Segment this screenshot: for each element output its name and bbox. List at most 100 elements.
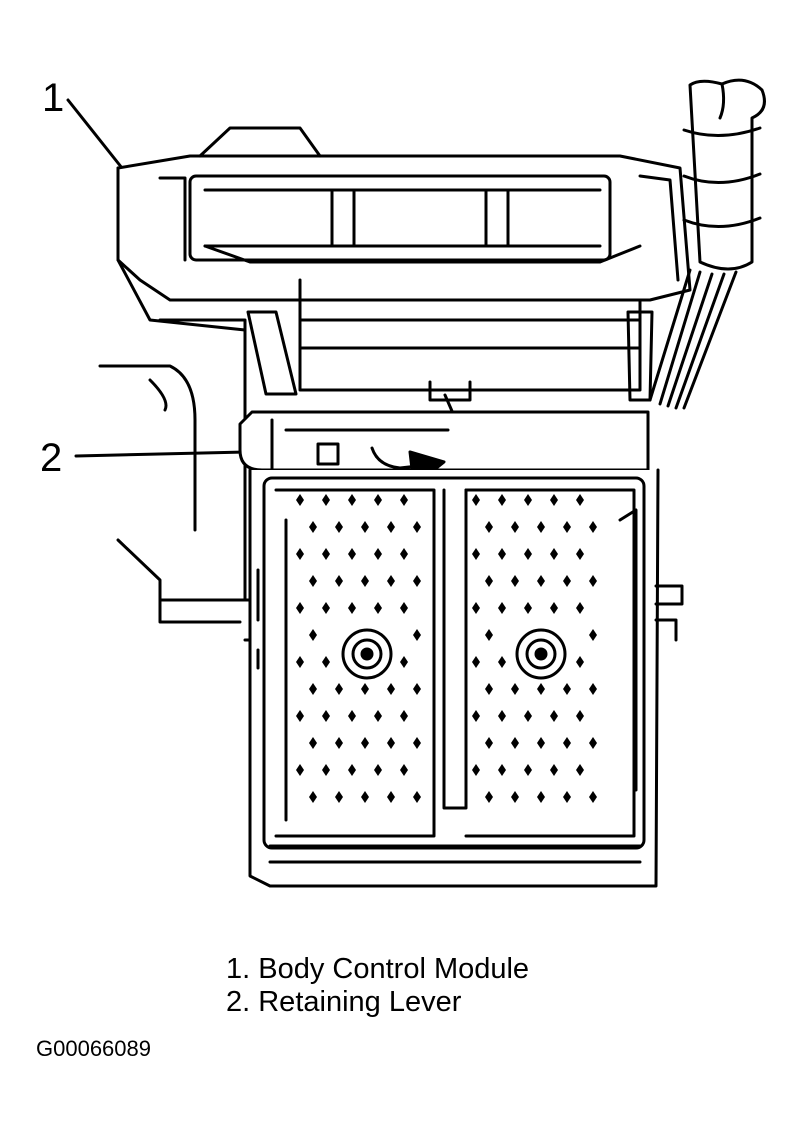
terminal-pin [413,629,421,641]
terminal-pin [589,791,597,803]
terminal-pin [348,548,356,560]
terminal-pin [296,494,304,506]
terminal-pin [400,656,408,668]
terminal-pin [472,548,480,560]
terminal-pin [413,737,421,749]
terminal-pin [335,791,343,803]
terminal-pin [374,548,382,560]
legend-item-body-control-module: 1. Body Control Module [226,953,530,985]
terminal-pin [576,602,584,614]
terminal-pin [524,602,532,614]
terminal-pin [374,494,382,506]
terminal-pin [589,737,597,749]
connector-bosses [341,628,567,680]
terminal-pin [537,575,545,587]
terminal-pin [335,683,343,695]
terminal-pin [348,710,356,722]
terminal-pin [309,575,317,587]
terminal-pin [524,710,532,722]
terminal-pin [537,683,545,695]
terminal-pin [485,521,493,533]
terminal-pin [387,575,395,587]
terminal-pin [563,575,571,587]
terminal-pin [374,710,382,722]
terminal-pin [400,602,408,614]
terminal-pin [472,494,480,506]
terminal-pin [550,764,558,776]
terminal-pin [335,575,343,587]
terminal-pin [524,494,532,506]
terminal-pin [322,656,330,668]
terminal-pin [472,710,480,722]
terminal-pin [550,602,558,614]
terminal-pin [387,521,395,533]
terminal-pin [309,683,317,695]
terminal-pin [361,683,369,695]
terminal-pin [309,629,317,641]
figure-id: G00066089 [36,1036,151,1061]
terminal-pin [524,548,532,560]
terminal-pin [550,494,558,506]
terminal-pin [322,764,330,776]
terminal-pin [589,521,597,533]
terminal-pin [413,683,421,695]
terminal-pin [361,737,369,749]
terminal-pin [374,602,382,614]
terminal-pin [550,548,558,560]
terminal-pin [563,521,571,533]
terminal-pin [511,791,519,803]
terminal-pin [361,575,369,587]
terminal-pin [348,602,356,614]
callout-1: 1 [42,76,65,120]
legend-item-retaining-lever: 2. Retaining Lever [226,986,462,1018]
terminal-pin [485,683,493,695]
terminal-pin [322,602,330,614]
legend: 1. Body Control Module 2. Retaining Leve… [226,953,529,1019]
terminal-pin [400,494,408,506]
terminal-pin [485,791,493,803]
terminal-pin [511,521,519,533]
terminal-pin [361,521,369,533]
terminal-pin [387,791,395,803]
terminal-pin [296,710,304,722]
terminal-pin [400,548,408,560]
leader-line-2 [74,450,248,458]
body-control-module-illustration [66,78,766,888]
terminal-pin [335,737,343,749]
terminal-pin [296,602,304,614]
terminal-pin [498,602,506,614]
terminal-pin [413,791,421,803]
terminal-pin [576,710,584,722]
terminal-pin [537,521,545,533]
terminal-pin [589,629,597,641]
terminal-pin [589,575,597,587]
terminal-pin [524,764,532,776]
terminal-pin [309,791,317,803]
terminal-pin [511,575,519,587]
connector-face [248,468,684,888]
terminal-pin [537,791,545,803]
terminal-pin [361,791,369,803]
terminal-pin [413,575,421,587]
terminal-pin [563,737,571,749]
callout-2: 2 [40,436,63,480]
terminal-pin [511,737,519,749]
terminal-pin [413,521,421,533]
terminal-pins [296,494,597,803]
terminal-pin [576,548,584,560]
retaining-lever [238,410,650,493]
terminal-pin [400,710,408,722]
terminal-pin [400,764,408,776]
terminal-pin [498,494,506,506]
module-housing [116,126,692,420]
terminal-pin [563,791,571,803]
terminal-pin [296,656,304,668]
terminal-pin [296,548,304,560]
terminal-pin [374,764,382,776]
terminal-pin [472,602,480,614]
terminal-pin [498,548,506,560]
terminal-pin [550,710,558,722]
terminal-pin [322,710,330,722]
terminal-pin [296,764,304,776]
terminal-pin [498,656,506,668]
